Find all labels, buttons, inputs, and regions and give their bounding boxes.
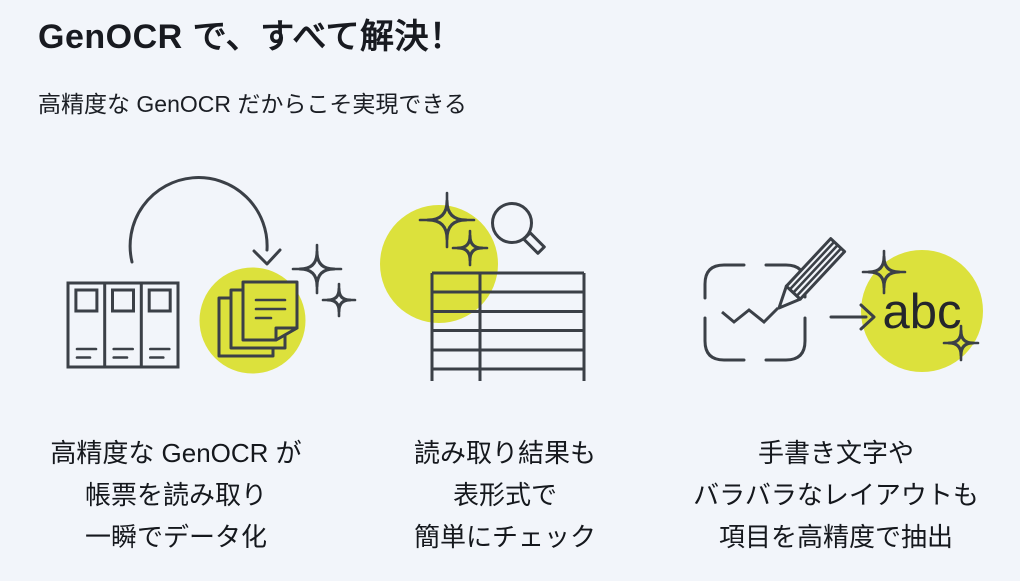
- caption-line: 表形式で: [452, 480, 557, 510]
- page-title: GenOCR で、すべて解決！: [38, 18, 464, 56]
- caption-line: 項目を高精度で抽出: [718, 522, 953, 552]
- handwriting-scribble: [721, 306, 780, 325]
- abc-label: abc: [882, 285, 961, 339]
- curved-arrow-icon: [128, 176, 282, 266]
- caption-line: 一瞬でデータ化: [84, 522, 267, 552]
- binders-icon: [66, 281, 180, 369]
- caption-line: 帳票を読み取り: [84, 480, 267, 510]
- feature-caption-3: 手書き文字や バラバラなレイアウトも 項目を高精度で抽出: [676, 432, 996, 558]
- caption-line: 読み取り結果も: [413, 438, 596, 468]
- feature-caption-2: 読み取り結果も 表形式で 簡単にチェック: [345, 432, 665, 558]
- caption-line: 手書き文字や: [757, 438, 914, 468]
- magnifier-icon: [491, 202, 546, 255]
- table-grid-icon: [430, 271, 586, 381]
- binders-to-documents-icon: [66, 176, 357, 374]
- sparkle-icon: [321, 282, 357, 318]
- handwriting-frame-icon: [703, 263, 807, 362]
- feature-caption-1: 高精度な GenOCR が 帳票を読み取り 一瞬でデータ化: [16, 432, 336, 558]
- page-subtitle: 高精度な GenOCR だからこそ実現できる: [38, 91, 467, 117]
- caption-line: 高精度な GenOCR が: [50, 438, 302, 468]
- table-check-icon: [380, 191, 586, 381]
- transform-arrow-icon: [829, 303, 876, 331]
- sparkle-icon: [861, 249, 907, 295]
- sparkle-icon: [942, 324, 980, 362]
- sparkle-icon: [451, 229, 489, 267]
- pencil-icon: [777, 237, 847, 310]
- sparkle-icon: [418, 191, 476, 249]
- document-stack-icon: [217, 280, 299, 358]
- sparkle-icon: [291, 243, 343, 295]
- caption-line: バラバラなレイアウトも: [693, 480, 979, 510]
- caption-line: 簡単にチェック: [413, 522, 596, 552]
- handwriting-to-text-icon: abc: [703, 237, 983, 372]
